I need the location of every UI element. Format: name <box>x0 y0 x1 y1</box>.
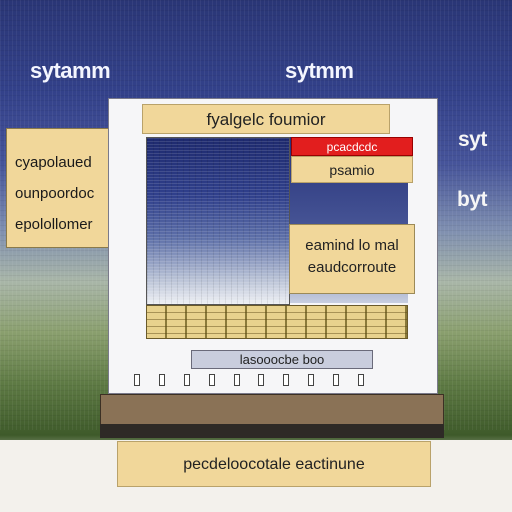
side-note-line: ounpoordoc <box>15 185 95 202</box>
heading-left: sytamm <box>30 58 111 83</box>
tick-mark <box>158 374 165 386</box>
tick-mark <box>357 374 364 386</box>
tick-mark <box>208 374 215 386</box>
side-note-card: cyapolaued ounpoordoc epolollomer <box>6 128 122 248</box>
tick-mark <box>134 374 140 386</box>
status-strip: lasooocbe boo <box>191 350 373 369</box>
heading-center: sytmm <box>285 58 354 83</box>
heading-right-bottom: byt <box>457 188 488 211</box>
base-plinth <box>100 394 444 426</box>
base-rim <box>100 424 444 438</box>
side-note-line: epolollomer <box>15 216 93 233</box>
info-line: eamind lo mal <box>305 237 399 254</box>
side-note-line: cyapolaued <box>15 154 92 171</box>
tick-mark <box>183 374 190 386</box>
info-card: eamind lo mal eaudcorroute <box>289 224 415 294</box>
caption-label: pecdeloocotale eactinune <box>117 441 431 487</box>
tick-mark <box>258 374 265 386</box>
tick-mark <box>283 374 290 386</box>
heading-right-top: syt <box>458 128 487 151</box>
tick-mark <box>333 374 339 386</box>
display-screen <box>146 137 290 305</box>
alert-label: pcacdcdc <box>291 137 413 156</box>
tick-mark <box>233 374 240 386</box>
panel-title: fyalgelc foumior <box>142 104 390 134</box>
tick-mark <box>308 374 315 386</box>
sub-label: psamio <box>291 156 413 183</box>
scale-bar <box>146 305 408 339</box>
info-line: eaudcorroute <box>307 259 397 276</box>
tick-row <box>134 374 364 390</box>
